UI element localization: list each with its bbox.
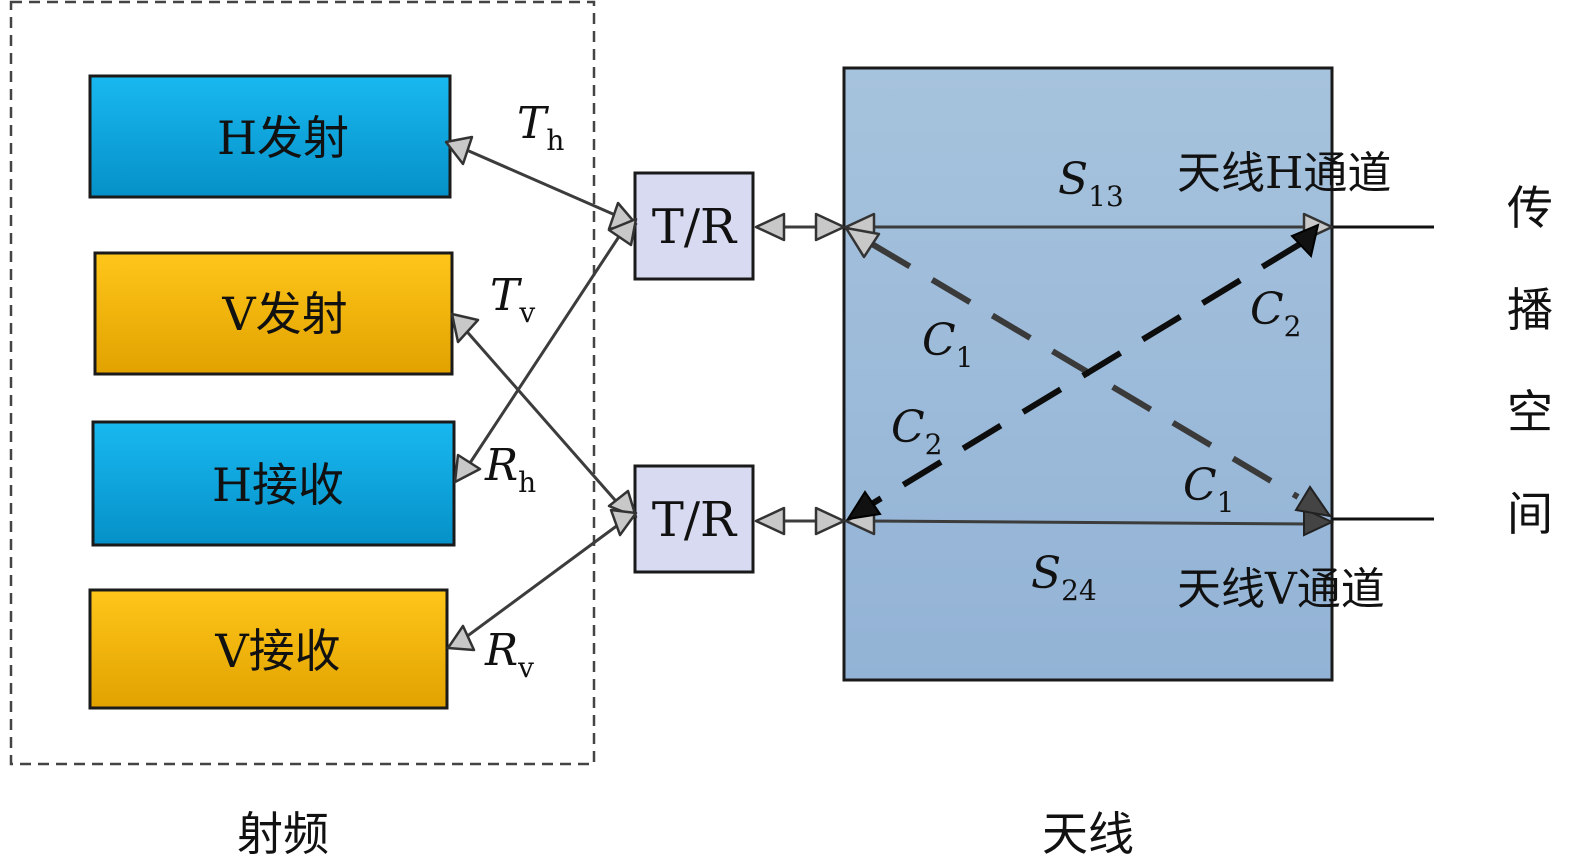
tr-switch-top: T/R	[633, 171, 755, 281]
antenna-section-label: 天线	[1042, 807, 1134, 861]
v-receive-block: V接收	[88, 588, 449, 710]
v-transmit-block: V发射	[93, 251, 454, 376]
propagation-char-1: 传	[1507, 181, 1553, 235]
propagation-char-2: 播	[1507, 283, 1553, 337]
propagation-char-4: 间	[1507, 487, 1553, 541]
arrowhead-tr-bottom-right	[754, 506, 786, 536]
h-receive-label: H接收	[212, 458, 344, 512]
link-tr-bottom-to-v-rx	[461, 520, 623, 642]
antenna-v-channel-label: 天线V通道	[1177, 564, 1385, 615]
arrowhead-tr-bottom-from-vrx	[609, 508, 638, 537]
label-c1-lower: C1	[1183, 460, 1235, 519]
tr-switch-top-label: T/R	[652, 199, 738, 255]
label-rh: Rh	[484, 440, 536, 499]
rf-section-label: 射频	[237, 807, 329, 861]
label-c1-upper: C1	[922, 315, 974, 374]
tr-switch-bottom: T/R	[633, 464, 755, 574]
coupling-c1-line	[870, 241, 1300, 500]
arrowhead-h-tx	[444, 135, 474, 166]
arrowhead-antenna-bottom-left	[814, 506, 846, 536]
arrowhead-c2-top	[1290, 223, 1320, 259]
arrowhead-v-tx	[450, 312, 480, 344]
s24-line	[865, 519, 1313, 526]
arrowhead-tr-top-from-hrx	[607, 217, 638, 247]
label-rv: Rv	[484, 625, 534, 684]
v-receive-label: V接收	[214, 624, 340, 678]
link-h-tx-to-tr-top	[461, 146, 623, 220]
v-transmit-label: V发射	[221, 287, 347, 341]
label-th: Th	[517, 98, 564, 157]
arrowhead-h-rx	[453, 453, 482, 484]
tr-switch-bottom-label: T/R	[652, 492, 738, 548]
propagation-char-3: 空	[1507, 385, 1553, 439]
label-c2-upper: C2	[1250, 284, 1302, 343]
arrowhead-c1-bottom	[1294, 485, 1333, 518]
rf-group-border	[9, 0, 596, 766]
arrowhead-s24-right	[1303, 507, 1335, 537]
link-tr-top-to-h-rx	[466, 231, 624, 467]
h-transmit-label: H发射	[217, 111, 349, 165]
arrowhead-c1-top	[844, 226, 881, 259]
label-c2-lower: C2	[891, 402, 943, 461]
label-tv: Tv	[490, 270, 535, 329]
arrowhead-v-rx	[446, 624, 476, 652]
label-s13: S13	[1058, 154, 1124, 213]
antenna-h-channel-label: 天线H通道	[1177, 148, 1391, 199]
arrowhead-antenna-top-left	[814, 212, 846, 242]
label-s24: S24	[1031, 548, 1097, 607]
arrowhead-tr-top-right	[754, 212, 786, 242]
h-receive-block: H接收	[91, 420, 456, 547]
arrowhead-c2-bottom	[845, 490, 882, 521]
link-v-tx-to-tr-bottom	[460, 325, 624, 509]
h-transmit-block: H发射	[88, 74, 452, 199]
coupling-c2-line	[868, 241, 1302, 508]
